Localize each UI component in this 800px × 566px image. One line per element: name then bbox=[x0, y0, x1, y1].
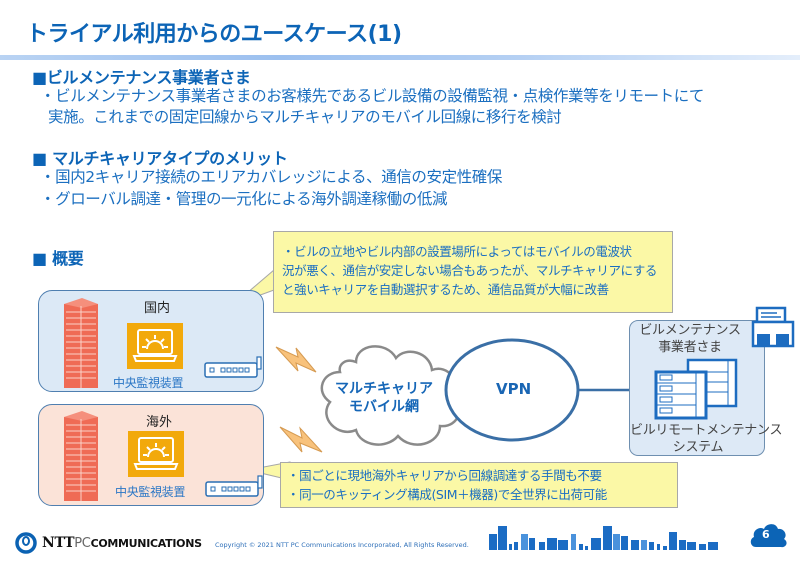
section-heading-overview: ■ 概要 bbox=[32, 249, 84, 268]
title-underline-bar bbox=[0, 55, 800, 60]
callout-global-procurement: ・国ごとに現地海外キャリアから回線調達する手間も不要 ・同一のキッティング構成(… bbox=[280, 462, 678, 508]
cloud-label: マルチキャリア モバイル網 bbox=[334, 380, 434, 416]
building-icon-domestic bbox=[64, 298, 98, 388]
company-logo: NTTPCCOMMUNICATIONS bbox=[42, 535, 202, 551]
merit-bullet-1: ・国内2キャリア接続のエリアカバレッジによる、通信の安定性確保 bbox=[40, 168, 502, 186]
logo-communications: COMMUNICATIONS bbox=[90, 537, 202, 550]
logo-ntt: NTT bbox=[42, 535, 75, 551]
section1-line-1: ・ビルメンテナンス事業者さまのお客様先であるビル設備の設備監視・点検作業等をリモ… bbox=[40, 87, 704, 105]
laptop-gear-icon bbox=[132, 329, 178, 362]
logo-pc: PC bbox=[74, 536, 91, 551]
section-heading-building-maintenance: ■ビルメンテナンス事業者さま bbox=[32, 68, 251, 87]
section1-line-2: 実施。これまでの固定回線からマルチキャリアのモバイル回線に移行を検討 bbox=[48, 108, 562, 126]
system-label: ビルリモートメンテナンス システム bbox=[630, 422, 783, 456]
provider-label: ビルメンテナンス 事業者さま bbox=[636, 322, 744, 356]
vpn-label: VPN bbox=[496, 380, 532, 398]
router-icon-domestic bbox=[204, 356, 262, 378]
merit-bullet-2: ・グローバル調達・管理の一元化による海外調達稼働の低減 bbox=[40, 190, 448, 208]
device-label-domestic: 中央監視装置 bbox=[113, 376, 184, 390]
device-label-overseas: 中央監視装置 bbox=[115, 485, 186, 499]
cloud-label-line-2: モバイル網 bbox=[349, 399, 419, 415]
callout-top-line-3: と強いキャリアを自動選択するため、通信品質が大幅に改善 bbox=[282, 282, 609, 297]
lightning-icon-overseas bbox=[279, 426, 323, 453]
region-label-domestic: 国内 bbox=[144, 301, 171, 316]
monitor-device-overseas bbox=[128, 431, 184, 477]
callout-signal-quality: ・ビルの立地やビル内部の設置場所によってはモバイルの電波状 況が悪く、通信が安定… bbox=[273, 231, 673, 313]
monitor-device-domestic bbox=[127, 323, 183, 369]
ntt-logo-icon bbox=[15, 532, 37, 554]
page-number: 6 bbox=[762, 528, 770, 541]
city-skyline-icon bbox=[489, 526, 718, 550]
provider-label-line-2: 事業者さま bbox=[658, 340, 722, 355]
section-heading-multicarrier-merits: ■ マルチキャリアタイプのメリット bbox=[32, 149, 288, 168]
lightning-icon-domestic bbox=[275, 346, 317, 373]
router-icon-overseas bbox=[205, 475, 263, 497]
region-label-overseas: 海外 bbox=[146, 415, 173, 430]
callout-bottom-line-1: ・国ごとに現地海外キャリアから回線調達する手間も不要 bbox=[287, 468, 602, 483]
system-label-line-1: ビルリモートメンテナンス bbox=[630, 423, 783, 438]
page-number-cloud-icon bbox=[750, 524, 787, 548]
page-title: トライアル利用からのユースケース(1) bbox=[26, 22, 402, 47]
laptop-gear-icon bbox=[133, 437, 179, 470]
system-label-line-2: システム bbox=[672, 440, 724, 455]
office-building-icon bbox=[751, 306, 795, 348]
callout-bottom-line-2: ・同一のキッティング構成(SIM＋機器)で全世界に出荷可能 bbox=[287, 487, 607, 502]
copyright-text: Copyright © 2021 NTT PC Communications I… bbox=[215, 541, 469, 549]
server-system-icon bbox=[654, 358, 738, 420]
callout-top-line-1: ・ビルの立地やビル内部の設置場所によってはモバイルの電波状 bbox=[282, 244, 632, 259]
callout-top-line-2: 況が悪く、通信が安定しない場合もあったが、マルチキャリアにする bbox=[282, 263, 657, 278]
cloud-label-line-1: マルチキャリア bbox=[335, 381, 433, 397]
provider-label-line-1: ビルメンテナンス bbox=[639, 323, 741, 338]
building-icon-overseas bbox=[64, 411, 98, 501]
